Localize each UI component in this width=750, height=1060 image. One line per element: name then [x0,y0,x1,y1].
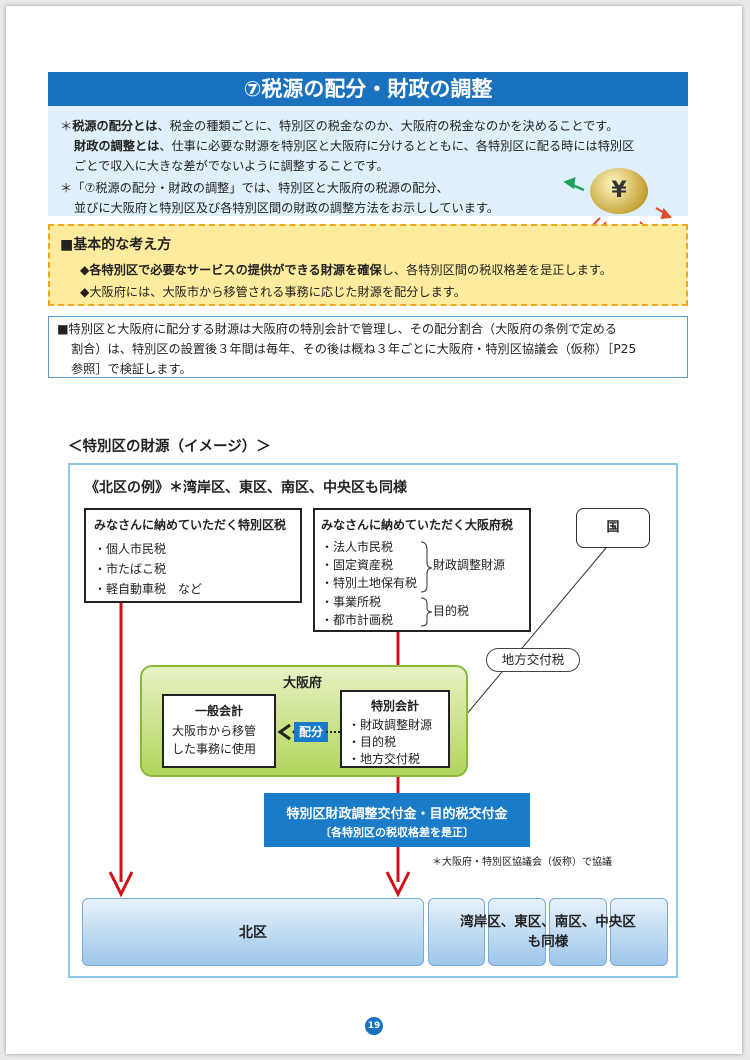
fu-tax-item: ・都市計画税 [321,613,394,627]
basic-heading: ■基本的な考え方 [60,237,172,253]
special-account-item: ・地方交付税 [348,752,421,766]
intro-line-5: 並びに大阪府と特別区及び各特別区間の財政の調整方法をお示ししています。 [74,201,499,215]
fu-group-zaisei: 財政調整財源 [433,558,506,572]
special-account-title: 特別会計 [370,699,419,713]
general-account-title: 一般会計 [194,704,243,718]
special-account-box: 特別会計 ・財政調整財源 ・目的税 ・地方交付税 [340,690,450,768]
haibun-label: 配分 [294,722,328,742]
note-box: ■特別区と大阪府に配分する財源は大阪府の特別会計で管理し、その配分割合（大阪府の… [48,316,688,378]
intro-panel: ＊税源の配分とは、税金の種類ごとに、特別区の税金なのか、大阪府の税金なのかを決め… [48,106,688,216]
special-account-item: ・財政調整財源 [348,718,433,732]
ward-box [549,898,607,966]
tokubetsu-tax-item: ・市たばこ税 [94,562,167,576]
tokubetsu-tax-title: みなさんに納めていただく特別区税 [94,518,287,532]
fu-tax-item: ・固定資産税 [321,558,394,572]
other-wards-line-1: 湾岸区、東区、南区、中央区 [460,914,636,930]
intro-line-3: ごとで収入に大きな差がでないように調整することです。 [74,159,389,173]
brace-icon [420,541,433,627]
tokubetsu-tax-box: みなさんに納めていただく特別区税 ・個人市民税 ・市たばこ税 ・軽自動車税 など [84,508,302,603]
diagram-subtitle: ＜特別区の財源（イメージ）＞ [68,439,271,455]
dotted-arrow-icon [277,723,296,741]
diagram-title: 《北区の例》＊湾岸区、東区、南区、中央区も同様 [85,480,407,496]
intro-line-2: 財政の調整とは、仕事に必要な財源を特別区と大阪府に分けるとともに、各特別区に配る… [74,139,635,153]
fu-tax-item: ・特別土地保有税 [321,576,418,590]
tokubetsu-tax-item: ・個人市民税 [94,542,167,556]
intro-line-1: ＊税源の配分とは、税金の種類ごとに、特別区の税金なのか、大阪府の税金なのかを決め… [60,119,619,133]
note-line-2: 割合）は、特別区の設置後３年間は毎年、その後は概ね３年ごとに大阪府・特別区協議会… [71,342,637,356]
basic-concept-panel: ■基本的な考え方 ◆各特別区で必要なサービスの提供ができる財源を確保し、各特別区… [48,224,688,306]
kita-ward-box: 北区 [82,898,424,966]
fu-tax-title: みなさんに納めていただく大阪府税 [321,518,514,532]
other-wards-line-2: も同様 [527,934,569,950]
ward-box [488,898,546,966]
section-title: ⑦税源の配分・財政の調整 [48,72,688,106]
fu-tax-box: みなさんに納めていただく大阪府税 ・法人市民税 ・固定資産税 ・特別土地保有税 … [313,508,531,632]
intro-line-4: ＊「⑦税源の配分・財政の調整」では、特別区と大阪府の税源の配分、 [60,181,449,195]
tokubetsu-tax-item: ・軽自動車税 など [94,582,203,596]
other-wards-label: 湾岸区、東区、南区、中央区 も同様 [428,912,668,952]
ward-box [428,898,485,966]
note-line-1: ■特別区と大阪府に配分する財源は大阪府の特別会計で管理し、その配分割合（大阪府の… [57,322,617,336]
general-account-box: 一般会計 大阪市から移管 した事務に使用 [162,694,276,768]
fu-tax-item: ・法人市民税 [321,540,394,554]
page-number: 19 [365,1017,383,1035]
osaka-title: 大阪府 [283,676,323,691]
ward-box [610,898,668,966]
grant-line-2: 〔各特別区の税収格差を是正〕 [320,826,474,839]
kuni-box: 国 [576,508,650,548]
diagram-frame [68,463,678,978]
grant-band: 特別区財政調整交付金・目的税交付金 〔各特別区の税収格差を是正〕 [264,793,530,847]
fu-tax-item: ・事業所税 [321,595,382,609]
note-line-3: 参照］で検証します。 [71,362,192,376]
grant-line-1: 特別区財政調整交付金・目的税交付金 [286,807,508,822]
grant-footnote: ＊大阪府・特別区協議会（仮称）で協議 [432,857,612,868]
special-account-item: ・目的税 [348,735,397,749]
general-account-line: した事務に使用 [172,742,257,756]
fu-group-mokuteki: 目的税 [433,604,470,618]
general-account-line: 大阪市から移管 [172,724,257,738]
chihou-kofu-label: 地方交付税 [486,648,580,672]
yen-coin-icon: ¥ [590,168,648,214]
basic-bullet-1: ◆各特別区で必要なサービスの提供ができる財源を確保し、各特別区間の税収格差を是正… [80,263,612,277]
basic-bullet-2: ◆大阪府には、大阪市から移管される事務に応じた財源を配分します。 [80,285,466,299]
dotted-line [326,731,340,733]
